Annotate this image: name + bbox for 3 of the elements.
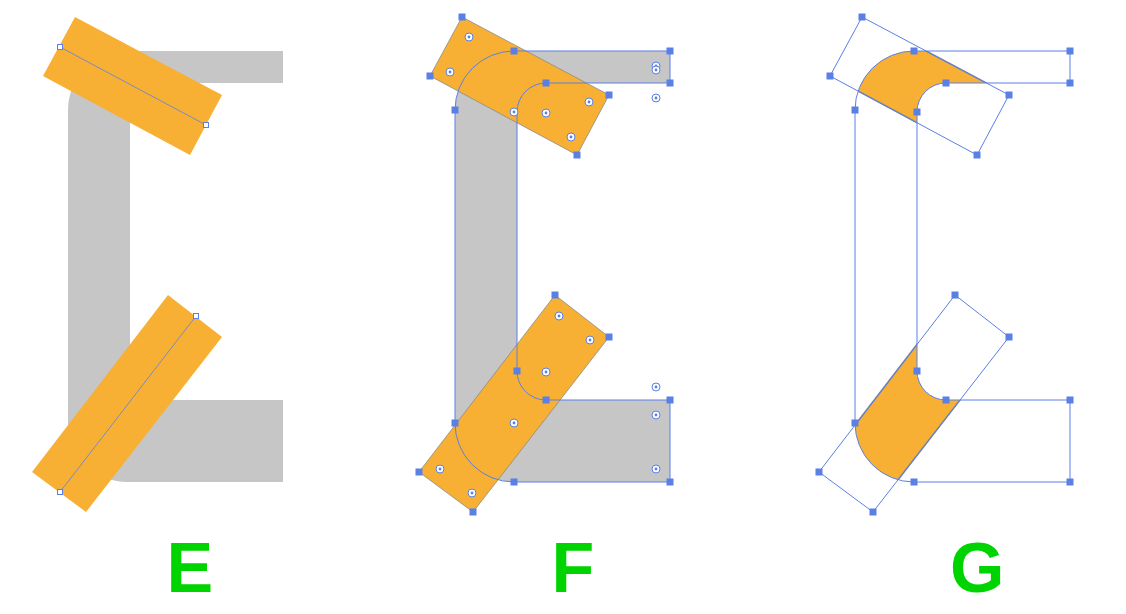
panel-label: E [166, 533, 214, 603]
panel-label: G [950, 533, 1005, 603]
panel-label: F [551, 533, 595, 603]
